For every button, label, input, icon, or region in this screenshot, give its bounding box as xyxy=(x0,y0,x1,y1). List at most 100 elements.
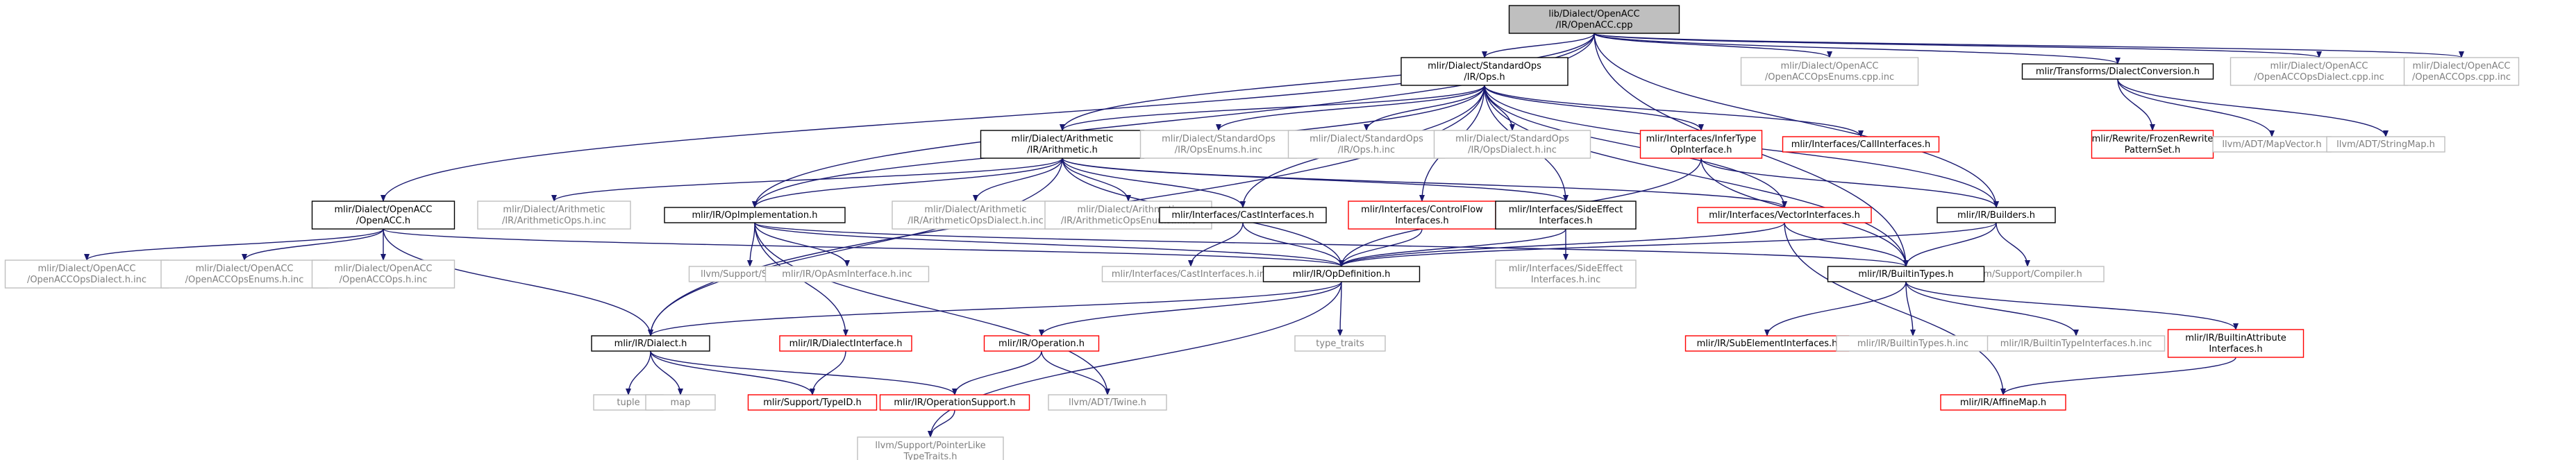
node-stdenums: mlir/Dialect/StandardOps/IR/OpsEnums.h.i… xyxy=(1139,130,1298,159)
node-box xyxy=(311,201,455,230)
node-label: mlir/Interfaces/SideEffect xyxy=(1509,264,1623,274)
node-label: OpInterface.h xyxy=(1670,145,1732,155)
node-btif: mlir/IR/BuiltinTypeInterfaces.h.inc xyxy=(1987,335,2166,352)
node-label: /IR/OpsEnums.h.inc xyxy=(1175,145,1263,155)
node-label: mlir/Dialect/OpenACC xyxy=(2413,61,2511,71)
node-aritdial: mlir/Dialect/Arithmetic/IR/ArithmeticOps… xyxy=(892,201,1060,230)
node-label: Interfaces.h.inc xyxy=(1531,275,1600,285)
node-label: TypeTraits.h xyxy=(903,452,957,460)
node-box xyxy=(2403,57,2520,86)
node-accopsh: mlir/Dialect/OpenACC/OpenACCOps.h.inc xyxy=(311,259,455,289)
edge-dialect-map xyxy=(650,350,683,395)
node-stdops[interactable]: mlir/Dialect/StandardOps/IR/Ops.h xyxy=(1400,57,1569,86)
node-label: mlir/Dialect/OpenACC xyxy=(335,205,433,215)
node-accH[interactable]: mlir/Dialect/OpenACC/OpenACC.h xyxy=(311,201,455,230)
node-operation[interactable]: mlir/IR/Operation.h xyxy=(983,335,1100,352)
edge-arith-aritops xyxy=(551,157,1063,202)
node-label: /IR/Ops.h.inc xyxy=(1338,145,1395,155)
node-opsupport[interactable]: mlir/IR/OperationSupport.h xyxy=(879,394,1030,411)
node-accenumscpp: mlir/Dialect/OpenACC/OpenACCOpsEnums.cpp… xyxy=(1740,57,1919,86)
node-builders[interactable]: mlir/IR/Builders.h xyxy=(1937,207,2056,223)
edge-battr-affinemap xyxy=(2000,357,2236,395)
node-castif[interactable]: mlir/Interfaces/CastInterfaces.h xyxy=(1159,207,1327,223)
node-box xyxy=(1495,259,1637,289)
edge-ctrlflow-opdef xyxy=(1339,228,1423,267)
node-box xyxy=(1987,335,2166,352)
node-arith[interactable]: mlir/Dialect/Arithmetic/IR/Arithmetic.h xyxy=(980,130,1145,159)
edge-layer xyxy=(84,33,2464,438)
node-box xyxy=(2326,136,2445,153)
edge-accH-dialect xyxy=(383,228,653,337)
node-dialif[interactable]: mlir/IR/DialectInterface.h xyxy=(779,335,912,352)
edge-builtintypes-subelem xyxy=(1764,281,1907,337)
node-label: llvm/Support/Compiler.h xyxy=(1973,269,2082,280)
edge-stdops-builtintypes xyxy=(1484,85,1909,267)
node-label: mlir/Dialect/OpenACC xyxy=(1781,61,1879,71)
edge-dialif-typeid xyxy=(810,350,846,395)
node-label: mlir/Dialect/Arithmetic xyxy=(1011,134,1113,144)
node-box xyxy=(747,394,878,411)
edge-dialect-typeid xyxy=(650,350,815,395)
edge-stdops-vecif xyxy=(1484,85,1787,208)
node-label: mlir/Dialect/OpenACC xyxy=(335,264,433,274)
edge-opdef-operation xyxy=(1039,281,1342,337)
node-dialect[interactable]: mlir/IR/Dialect.h xyxy=(591,335,710,352)
node-label: mlir/IR/OpImplementation.h xyxy=(692,210,818,221)
node-affinemap[interactable]: mlir/IR/AffineMap.h xyxy=(1940,394,2066,411)
edge-arith-castif xyxy=(1062,157,1246,208)
node-typeid[interactable]: mlir/Support/TypeID.h xyxy=(747,394,878,411)
node-label: PatternSet.h xyxy=(2125,145,2181,155)
node-label: mlir/Interfaces/InferType xyxy=(1646,134,1757,144)
node-label: mlir/Dialect/StandardOps xyxy=(1162,134,1276,144)
node-label: /OpenACCOpsDialect.h.inc xyxy=(27,275,147,285)
edge-root-arith xyxy=(1060,33,1595,131)
node-typetraits: type_traits xyxy=(1294,335,1386,352)
edge-root-stdops xyxy=(1482,33,1595,58)
node-opimpl[interactable]: mlir/IR/OpImplementation.h xyxy=(664,207,846,223)
edge-opimpl-twine xyxy=(754,222,1110,395)
edge-opimpl-opdef xyxy=(754,222,1344,267)
node-box xyxy=(1940,394,2066,411)
node-label: mlir/Dialect/StandardOps xyxy=(1310,134,1423,144)
node-builtintypes[interactable]: mlir/IR/BuiltinTypes.h xyxy=(1827,266,1985,282)
node-label: mlir/IR/OpAsmInterface.h.inc xyxy=(782,269,912,280)
edge-dialconv-mapvector xyxy=(2117,78,2275,137)
edge-opdef-dialect xyxy=(648,281,1342,337)
node-box xyxy=(2167,329,2305,358)
node-root[interactable]: lib/Dialect/OpenACC/IR/OpenACC.cpp xyxy=(1508,5,1680,34)
node-box xyxy=(1159,207,1327,223)
node-label: mlir/Support/TypeID.h xyxy=(763,398,861,408)
node-dialconv[interactable]: mlir/Transforms/DialectConversion.h xyxy=(2021,63,2214,80)
node-label: /OpenACCOpsEnums.cpp.inc xyxy=(1765,72,1894,83)
node-label: lib/Dialect/OpenACC xyxy=(1548,9,1639,19)
node-vecif[interactable]: mlir/Interfaces/VectorInterfaces.h xyxy=(1697,207,1872,223)
node-label: mlir/Dialect/StandardOps xyxy=(1455,134,1569,144)
node-label: Interfaces.h xyxy=(2209,344,2262,355)
node-asmif: mlir/IR/OpAsmInterface.h.inc xyxy=(764,266,930,282)
node-box xyxy=(2230,57,2409,86)
edge-stdops-stddialinc xyxy=(1484,85,1515,131)
edge-builders-opdef xyxy=(1339,222,1997,267)
node-box xyxy=(1348,201,1496,230)
node-box xyxy=(664,207,846,223)
node-box xyxy=(1495,201,1637,230)
node-label: mlir/Interfaces/CastInterfaces.h.inc xyxy=(1112,269,1270,280)
node-opdef[interactable]: mlir/IR/OpDefinition.h xyxy=(1262,266,1421,282)
edge-operation-twine xyxy=(1041,350,1110,395)
node-label: Interfaces.h xyxy=(1395,216,1448,226)
node-callif[interactable]: mlir/Interfaces/CallInterfaces.h xyxy=(1782,136,1940,153)
edge-root-dialconv xyxy=(1594,33,2121,65)
node-map: map xyxy=(645,394,716,411)
node-label: /OpenACCOpsDialect.cpp.inc xyxy=(2254,72,2384,83)
node-box xyxy=(1400,57,1569,86)
node-subelem[interactable]: mlir/IR/SubElementInterfaces.h xyxy=(1684,335,1850,352)
edge-dialect-opsupport xyxy=(650,350,957,395)
edge-arith-aritenums xyxy=(1062,157,1131,202)
